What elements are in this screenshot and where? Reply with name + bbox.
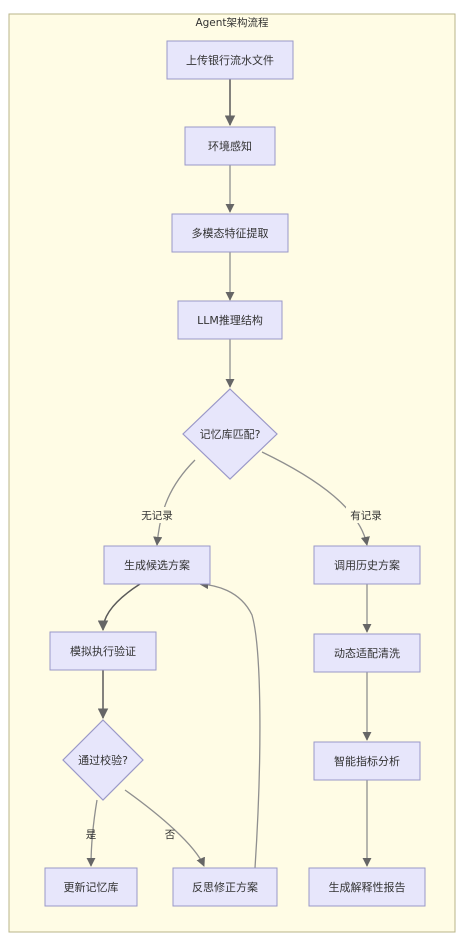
label-bg-no-record bbox=[137, 507, 177, 523]
node-llm-label: LLM推理结构 bbox=[197, 313, 263, 327]
node-llm[interactable]: LLM推理结构 bbox=[177, 300, 283, 340]
node-generate[interactable]: 生成候选方案 bbox=[103, 545, 211, 585]
edge-label-has-record: 有记录 bbox=[350, 509, 382, 522]
node-check-decision[interactable]: 通过校验? bbox=[62, 719, 144, 801]
node-check-label: 通过校验? bbox=[78, 753, 128, 767]
node-upload-label: 上传银行流水文件 bbox=[186, 53, 274, 67]
edge-label-yes: 是 bbox=[86, 829, 97, 841]
node-env[interactable]: 环境感知 bbox=[184, 126, 276, 166]
node-simulate[interactable]: 模拟执行验证 bbox=[49, 631, 157, 671]
edge-memory-generate bbox=[153, 459, 196, 546]
edge-generate-simulate bbox=[97, 583, 141, 632]
node-adapt-label: 动态适配清洗 bbox=[334, 647, 400, 660]
edge-check-reflect bbox=[124, 789, 205, 867]
node-env-label: 环境感知 bbox=[208, 139, 252, 153]
node-memory-label: 记忆库匹配? bbox=[200, 428, 261, 441]
node-simulate-label: 模拟执行验证 bbox=[70, 644, 136, 658]
diagram-title: Agent架构流程 bbox=[195, 16, 269, 29]
node-features[interactable]: 多模态特征提取 bbox=[171, 213, 289, 253]
node-indicator[interactable]: 智能指标分析 bbox=[313, 741, 421, 781]
node-report[interactable]: 生成解释性报告 bbox=[308, 867, 426, 907]
node-upload[interactable]: 上传银行流水文件 bbox=[166, 40, 294, 80]
node-indicator-label: 智能指标分析 bbox=[334, 754, 400, 768]
node-generate-label: 生成候选方案 bbox=[124, 558, 190, 572]
label-bg-has-record bbox=[346, 507, 386, 523]
node-adapt[interactable]: 动态适配清洗 bbox=[313, 633, 421, 673]
node-features-label: 多模态特征提取 bbox=[192, 226, 269, 240]
node-memory-decision[interactable]: 记忆库匹配? bbox=[182, 388, 278, 480]
node-update[interactable]: 更新记忆库 bbox=[44, 867, 138, 907]
node-report-label: 生成解释性报告 bbox=[329, 880, 406, 894]
node-history[interactable]: 调用历史方案 bbox=[313, 545, 421, 585]
node-reflect-label: 反思修正方案 bbox=[192, 880, 258, 894]
edge-check-update bbox=[86, 799, 98, 867]
edge-label-no: 否 bbox=[165, 829, 176, 841]
edge-label-no-record: 无记录 bbox=[141, 510, 173, 522]
node-reflect[interactable]: 反思修正方案 bbox=[172, 867, 278, 907]
node-update-label: 更新记忆库 bbox=[64, 880, 119, 894]
edge-reflect-generate bbox=[199, 580, 261, 869]
edge-memory-history bbox=[261, 451, 370, 546]
node-history-label: 调用历史方案 bbox=[334, 558, 400, 572]
